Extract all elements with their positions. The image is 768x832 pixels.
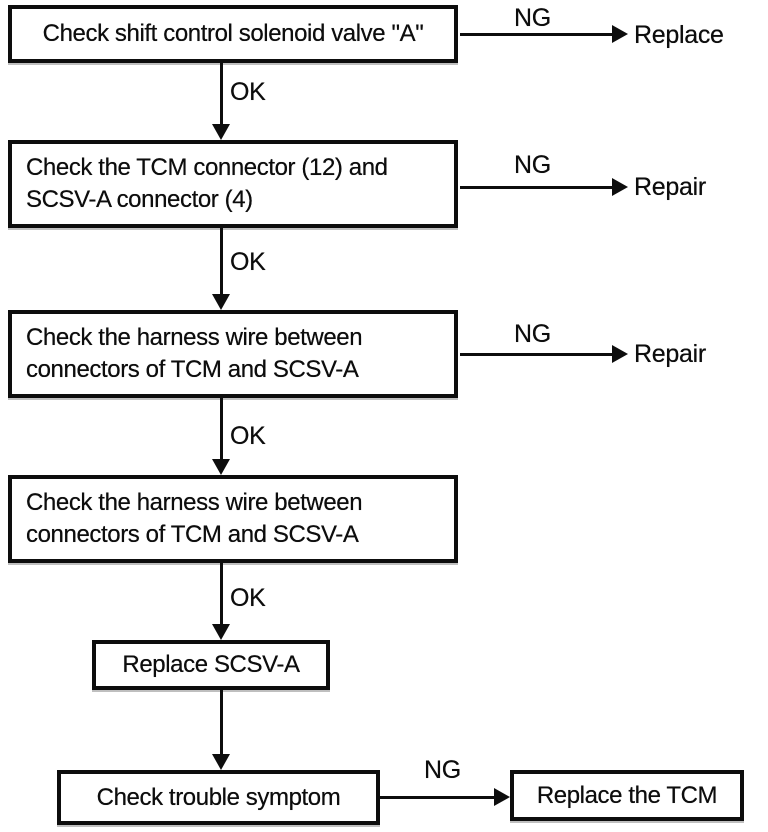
flow-box-text: Check the TCM connector (12) and [26, 154, 388, 181]
arrowhead-right-icon [612, 25, 628, 43]
flow-box-text: Check shift control solenoid valve "A" [42, 20, 424, 47]
outcome-repair-1: Repair [634, 173, 706, 201]
connector-ng-2 [460, 186, 612, 189]
connector-ng-4 [380, 796, 494, 799]
connector-ng-1 [460, 33, 612, 36]
flow-box-replace-the-tcm: Replace the TCM [510, 770, 744, 821]
flow-box-text: connectors of TCM and SCSV-A [26, 356, 359, 383]
connector-ok-1 [220, 62, 223, 126]
edge-label-ok-4: OK [230, 584, 266, 612]
flow-box-text: connectors of TCM and SCSV-A [26, 521, 359, 548]
edge-label-ng-4: NG [424, 756, 461, 784]
connector-to-check-trouble [220, 690, 223, 756]
edge-label-ok-1: OK [230, 78, 266, 106]
arrowhead-down-icon [212, 459, 230, 475]
flow-box-text: Replace SCSV-A [122, 651, 300, 678]
flow-box-text: Check the harness wire between [26, 489, 363, 516]
flow-box-check-solenoid: Check shift control solenoid valve "A" [8, 5, 458, 63]
arrowhead-right-icon [612, 345, 628, 363]
connector-ok-4 [220, 563, 223, 626]
flow-box-check-connectors: Check the TCM connector (12) and SCSV-A … [8, 140, 458, 228]
edge-label-ok-2: OK [230, 248, 266, 276]
outcome-replace: Replace [634, 21, 724, 49]
arrowhead-down-icon [212, 754, 230, 770]
edge-label-ng-2: NG [514, 151, 551, 179]
flow-box-text: SCSV-A connector (4) [26, 186, 253, 213]
arrowhead-down-icon [212, 294, 230, 310]
flow-box-text: Check trouble symptom [96, 783, 341, 811]
flow-box-text: Check the harness wire between [26, 324, 363, 351]
flow-box-text: Replace the TCM [536, 781, 718, 809]
flow-box-check-trouble-symptom: Check trouble symptom [57, 770, 380, 825]
arrowhead-down-icon [212, 624, 230, 640]
outcome-repair-2: Repair [634, 340, 706, 368]
connector-ok-2 [220, 228, 223, 296]
connector-ok-3 [220, 398, 223, 461]
connector-ng-3 [460, 353, 612, 356]
arrowhead-right-icon [494, 788, 510, 806]
arrowhead-down-icon [212, 124, 230, 140]
edge-label-ok-3: OK [230, 422, 266, 450]
arrowhead-right-icon [612, 178, 628, 196]
flow-box-check-harness-1: Check the harness wire between connector… [8, 310, 458, 398]
edge-label-ng-1: NG [514, 4, 551, 32]
edge-label-ng-3: NG [514, 320, 551, 348]
flow-box-replace-scsv-a: Replace SCSV-A [92, 640, 330, 690]
flow-box-check-harness-2: Check the harness wire between connector… [8, 475, 458, 563]
